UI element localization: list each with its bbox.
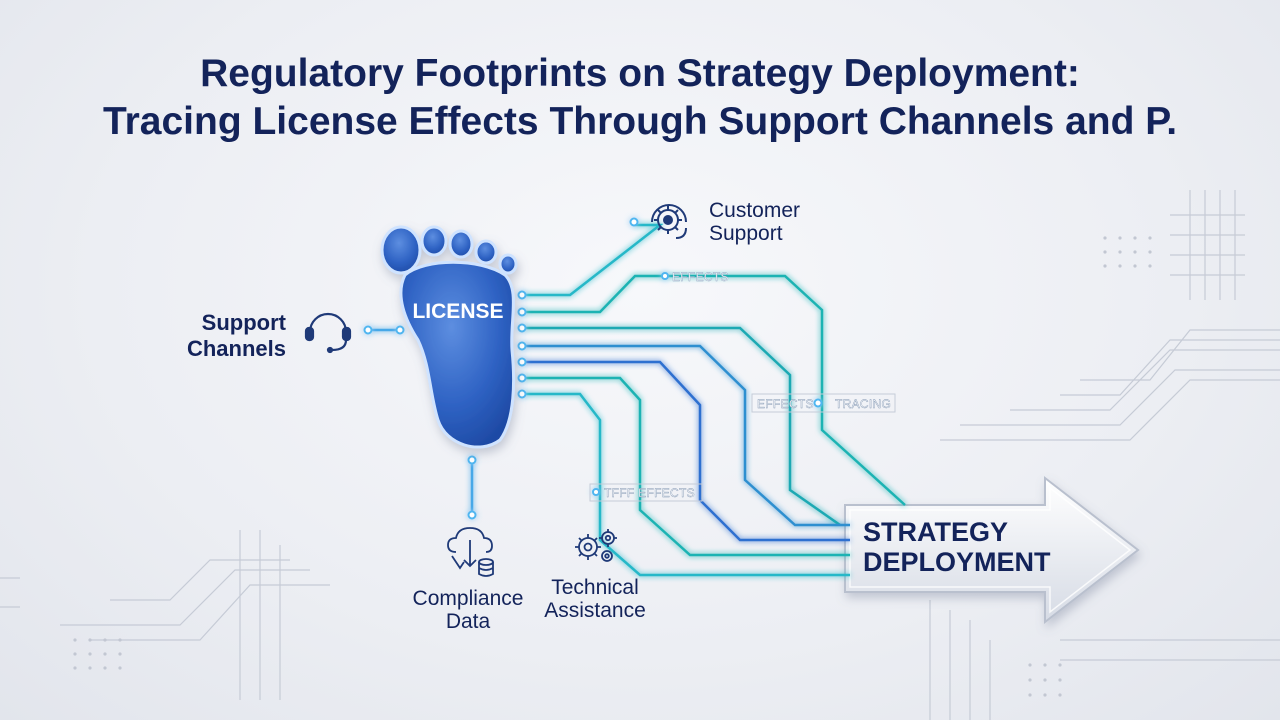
compliance-data-line-2: Data — [445, 610, 491, 633]
path-teal-3 — [522, 326, 841, 527]
path-blue-1 — [522, 344, 850, 527]
technical-assistance-line-2: Assistance — [544, 599, 646, 622]
compliance-data-line-1: Compliance — [412, 587, 524, 610]
license-footprint — [380, 225, 518, 449]
effect-paths — [370, 223, 906, 577]
compliance-data-label: Compliance Data — [398, 587, 538, 633]
technical-assistance-line-1: Technical — [551, 576, 639, 599]
path-teal-5 — [522, 392, 850, 577]
gears-icon — [575, 529, 617, 562]
background-dot-grid — [73, 236, 1152, 697]
support-channels-line-1: Support — [201, 310, 286, 335]
path-teal-2 — [522, 274, 906, 506]
gear-headset-icon — [651, 204, 687, 239]
background-circuit-traces — [0, 190, 1280, 720]
technical-assistance-label: Technical Assistance — [530, 576, 660, 622]
path-tag-frame-bottom — [589, 483, 703, 502]
path-teal-1 — [522, 223, 664, 297]
path-blue-2 — [522, 360, 850, 542]
title-line-1: Regulatory Footprints on Strategy Deploy… — [200, 52, 1080, 95]
page-title: Regulatory Footprints on Strategy Deploy… — [0, 50, 1280, 146]
path-tag-frame — [751, 393, 896, 413]
path-tag-middle-right: TRACING — [835, 397, 891, 411]
cloud-database-icon — [447, 527, 494, 577]
path-tag-top: EFFECTS — [672, 270, 729, 284]
strategy-deployment-arrow — [844, 475, 1140, 625]
headset-icon — [304, 312, 352, 354]
path-tag-middle-left: EFFECTS — [757, 397, 814, 411]
arrow-label-line-1: STRATEGY — [863, 517, 1008, 547]
arrow-label-line-2: DEPLOYMENT — [863, 547, 1051, 577]
customer-support-line-1: Customer — [709, 199, 801, 222]
title-line-2: Tracing License Effects Through Support … — [102, 100, 1178, 143]
support-channels-label: Support Channels — [150, 310, 286, 362]
path-tag-bottom: TFFF EFFECTS — [604, 486, 695, 500]
path-nodes — [363, 217, 823, 520]
customer-support-label: Customer Support — [709, 199, 800, 245]
footprint-label: LICENSE — [412, 300, 503, 323]
support-channels-line-2: Channels — [186, 336, 286, 361]
path-teal-4 — [522, 376, 850, 557]
customer-support-line-2: Support — [709, 222, 783, 245]
